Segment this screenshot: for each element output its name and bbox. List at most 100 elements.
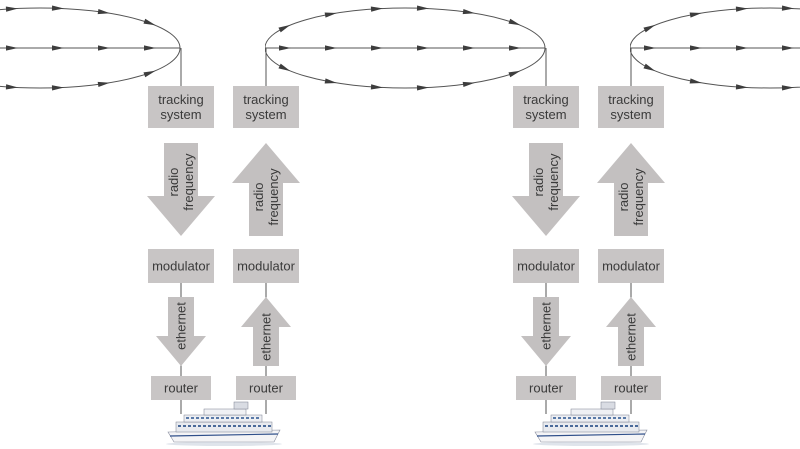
tracking-system-box: [233, 86, 299, 128]
beam-arrowhead: [144, 45, 156, 51]
beam-arrowhead: [463, 45, 475, 51]
beam-arrowhead: [689, 12, 702, 18]
beam-arrowhead: [735, 6, 748, 12]
modulator-box: [598, 249, 664, 283]
beam-arrowhead: [324, 78, 337, 84]
tracking-system-label: system: [610, 107, 651, 122]
ethernet-arrow: ethernet: [241, 297, 291, 366]
beam-arrowhead: [781, 5, 794, 11]
modulator-box: [148, 249, 214, 283]
cruise-ship-icon: [533, 401, 649, 446]
tracking-system-label: system: [245, 107, 286, 122]
ethernet-arrow-label: ethernet: [624, 313, 639, 361]
radio-frequency-arrow-label: frequency: [631, 168, 646, 226]
beam-arrowhead: [143, 18, 156, 26]
ethernet-arrow-shape: [156, 297, 206, 366]
modulator: modulator: [233, 249, 299, 283]
beam-arrowhead: [462, 8, 475, 15]
beam-arrowhead: [735, 84, 748, 90]
ethernet-arrow: ethernet: [521, 297, 571, 366]
beam-arrowhead: [782, 45, 794, 51]
ethernet-arrow-label: ethernet: [174, 302, 189, 350]
beam-arrowhead: [325, 45, 337, 51]
beam-arrowhead: [97, 81, 110, 88]
router: router: [516, 376, 576, 400]
router-box: [601, 376, 661, 400]
radio-frequency-arrow-label: radio: [616, 182, 631, 211]
beam-arrowhead: [324, 12, 337, 18]
router-label: router: [529, 381, 564, 396]
beam-right-a: [630, 5, 800, 91]
beam-arrowhead: [417, 45, 429, 51]
radio-frequency-arrow-shape: [512, 143, 580, 236]
modulator-label: modulator: [517, 259, 575, 274]
ethernet-arrow-label: ethernet: [539, 302, 554, 350]
radio-frequency-arrow-label: frequency: [546, 153, 561, 211]
modulator: modulator: [513, 249, 579, 283]
radio-frequency-arrow-label: radio: [531, 168, 546, 197]
cruise-ship-icon: [166, 401, 282, 446]
beam-arrowhead: [508, 18, 521, 26]
beam-center: [265, 5, 546, 91]
beam-arrowhead: [278, 24, 291, 33]
beam-arrowhead: [689, 78, 702, 84]
beam-arrowhead: [643, 24, 656, 33]
radio-frequency-arrow-label: radio: [251, 182, 266, 211]
modulator-box: [513, 249, 579, 283]
signal-beams: [0, 5, 800, 91]
beam-arrowhead: [52, 45, 64, 51]
ethernet-arrow: ethernet: [156, 297, 206, 366]
beam-arrowhead: [98, 45, 110, 51]
router: router: [236, 376, 296, 400]
router-label: router: [614, 381, 649, 396]
beam-arrowhead: [781, 85, 794, 91]
router-box: [516, 376, 576, 400]
tracking-system-label: tracking: [608, 92, 654, 107]
modulator: modulator: [148, 249, 214, 283]
modulator-label: modulator: [152, 259, 210, 274]
tracking-system-box: [513, 86, 579, 128]
modulator-box: [233, 249, 299, 283]
ethernet-arrow-label: ethernet: [259, 313, 274, 361]
beam-arrowhead: [508, 70, 521, 78]
beam-ellipse: [630, 7, 800, 89]
ethernet-arrow-shape: [241, 297, 291, 366]
beam-arrowhead: [462, 81, 475, 88]
tracking-system-label: tracking: [523, 92, 569, 107]
beam-arrowhead: [6, 45, 18, 51]
ethernet-arrow-shape: [606, 297, 656, 366]
tracking-system-box: [148, 86, 214, 128]
beam-arrowhead: [370, 6, 383, 12]
tracking-system-label: system: [525, 107, 566, 122]
ethernet-arrow: ethernet: [606, 297, 656, 366]
radio-frequency-arrow-shape: [232, 143, 300, 236]
tracking-system-label: system: [160, 107, 201, 122]
beam-arrowhead: [643, 63, 656, 72]
router-label: router: [249, 381, 284, 396]
router-box: [151, 376, 211, 400]
modulator-label: modulator: [602, 259, 660, 274]
beam-arrowhead: [278, 63, 291, 72]
beam-arrowhead: [51, 5, 64, 11]
beam-arrowhead: [5, 84, 18, 90]
radio-frequency-arrow-shape: [597, 143, 665, 236]
tracking-system-label: tracking: [243, 92, 289, 107]
router: router: [151, 376, 211, 400]
router: router: [601, 376, 661, 400]
beam-arrowhead: [5, 6, 18, 12]
tracking-system-label: tracking: [158, 92, 204, 107]
radio-frequency-arrow-label: frequency: [181, 153, 196, 211]
